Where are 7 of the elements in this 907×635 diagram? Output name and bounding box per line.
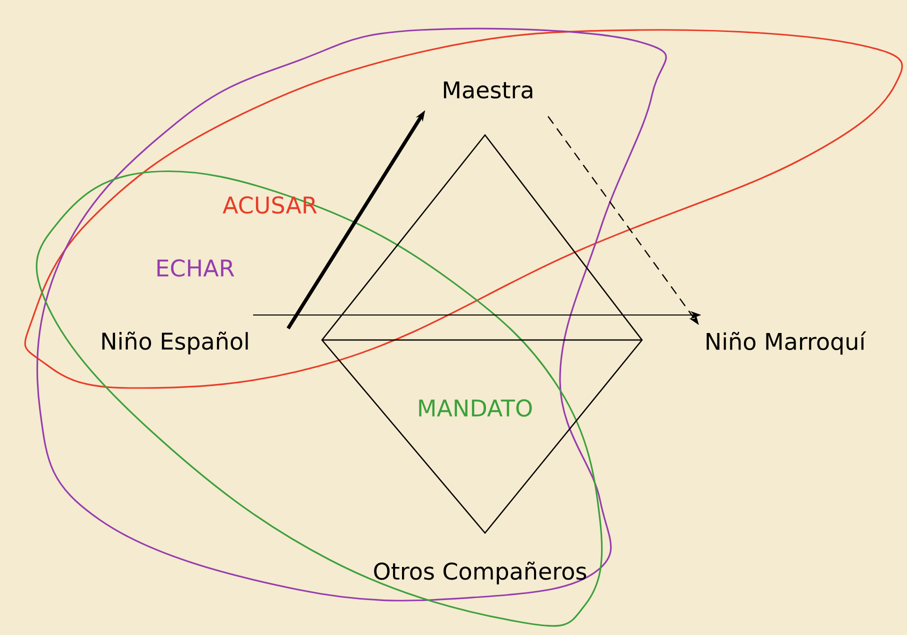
node-label: Otros Compañeros — [374, 562, 586, 584]
label: MANDATO — [419, 399, 532, 417]
node-label: Niño Marroquí — [706, 331, 866, 355]
node-label: Niño Español — [102, 332, 248, 354]
label: ACUSAR — [222, 196, 317, 214]
label: ECHAR — [157, 259, 234, 277]
node-label: Maestra — [444, 81, 532, 99]
